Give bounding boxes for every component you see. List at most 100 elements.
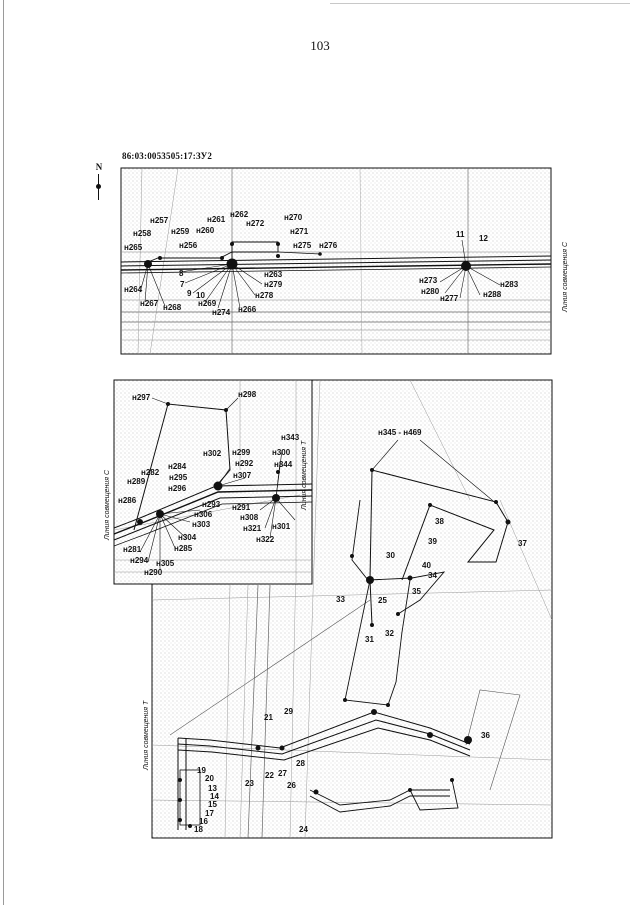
- point-label: н279: [264, 280, 283, 289]
- point-label: н281: [123, 545, 142, 554]
- north-arrow-dot: [96, 184, 101, 189]
- point-label: н263: [264, 270, 283, 279]
- point-label: 9: [187, 289, 192, 298]
- point-label: н261: [207, 215, 226, 224]
- point-label: 12: [479, 234, 488, 243]
- point-label: 10: [196, 291, 205, 300]
- point-label: н322: [256, 535, 275, 544]
- point-label: 36: [481, 731, 490, 740]
- point-label: н284: [168, 462, 187, 471]
- point-label: н289: [127, 477, 146, 486]
- north-arrow: N: [93, 162, 105, 202]
- point-label: н299: [232, 448, 251, 457]
- point-label: 13: [208, 784, 217, 793]
- point-label: н257: [150, 216, 169, 225]
- point-label: н291: [232, 503, 251, 512]
- point-label: 32: [385, 629, 394, 638]
- point-label: н286: [118, 496, 137, 505]
- point-label: 17: [205, 809, 214, 818]
- point-label: н294: [130, 556, 149, 565]
- point-label: н282: [141, 468, 160, 477]
- point-label: н274: [212, 308, 231, 317]
- point-label: н303: [192, 520, 211, 529]
- match-line-t-label: Линия совмещения Т: [143, 700, 150, 771]
- point-label: 15: [208, 800, 217, 809]
- point-label: н271: [290, 227, 309, 236]
- match-line-c-label: Линия совмещения С: [104, 469, 111, 541]
- point-label: н265: [124, 243, 143, 252]
- point-label: н305: [156, 559, 175, 568]
- point-label: н290: [144, 568, 163, 577]
- scan-edge-top: [330, 3, 630, 4]
- scan-edge-left: [3, 0, 4, 905]
- point-label: н256: [179, 241, 198, 250]
- point-label: 29: [284, 707, 293, 716]
- point-label: н306: [194, 510, 213, 519]
- point-label: н298: [238, 390, 257, 399]
- match-line-t-label: Линия совмещения Т: [301, 440, 308, 511]
- point-label: н278: [255, 291, 274, 300]
- point-label: н273: [419, 276, 438, 285]
- point-label: н321: [243, 524, 262, 533]
- point-label: 27: [278, 769, 287, 778]
- point-label: 25: [378, 596, 387, 605]
- point-label: н296: [168, 484, 187, 493]
- point-label: 7: [180, 280, 185, 289]
- point-label: 26: [287, 781, 296, 790]
- match-line-c-label: Линия совмещения С: [562, 241, 569, 313]
- point-label: н260: [196, 226, 215, 235]
- point-label: н297: [132, 393, 151, 402]
- point-label: н302: [203, 449, 222, 458]
- point-label: н343: [281, 433, 300, 442]
- point-label: 35: [412, 587, 421, 596]
- point-label: н258: [133, 229, 152, 238]
- point-label: 34: [428, 571, 437, 580]
- point-label: 18: [194, 825, 203, 834]
- point-label: 14: [210, 792, 219, 801]
- point-label: 33: [336, 595, 345, 604]
- point-label: н269: [198, 299, 217, 308]
- point-label: н267: [140, 299, 159, 308]
- point-label: н307: [233, 471, 252, 480]
- point-label: 20: [205, 774, 214, 783]
- point-label: 39: [428, 537, 437, 546]
- point-label: н259: [171, 227, 190, 236]
- point-label: 38: [435, 517, 444, 526]
- point-label: 19: [197, 766, 206, 775]
- point-label: н344: [274, 460, 293, 469]
- point-label: н308: [240, 513, 259, 522]
- top-frame: н257 н258 н259 н260 н261 н262 н272 н270 …: [120, 167, 569, 355]
- point-label: 28: [296, 759, 305, 768]
- point-label: н288: [483, 290, 502, 299]
- range-label: н345 - н469: [378, 428, 422, 437]
- point-label: 23: [245, 779, 254, 788]
- point-label: н275: [293, 241, 312, 250]
- point-label: 37: [518, 539, 527, 548]
- point-label: н270: [284, 213, 303, 222]
- north-letter: N: [95, 162, 103, 172]
- point-label: н295: [169, 473, 188, 482]
- page-number: 103: [310, 38, 330, 53]
- point-label: 16: [199, 817, 208, 826]
- point-label: н280: [421, 287, 440, 296]
- point-label: н293: [202, 500, 221, 509]
- point-label: 8: [179, 269, 184, 278]
- point-label: н292: [235, 459, 254, 468]
- parcel-id: 86:03:0053505:17:ЗУ2: [122, 151, 213, 161]
- point-label: н266: [238, 305, 257, 314]
- point-label: 24: [299, 825, 308, 834]
- point-label: н268: [163, 303, 182, 312]
- point-label: 21: [264, 713, 273, 722]
- point-label: н300: [272, 448, 291, 457]
- point-label: н264: [124, 285, 143, 294]
- point-label: н262: [230, 210, 249, 219]
- point-label: 31: [365, 635, 374, 644]
- point-label: 30: [386, 551, 395, 560]
- inset-frame: н297 н298 н343 н302 н299 н300 н292 н344 …: [104, 379, 313, 585]
- point-label: н277: [440, 294, 459, 303]
- point-label: н272: [246, 219, 265, 228]
- point-label: н304: [178, 533, 197, 542]
- point-label: н301: [272, 522, 291, 531]
- point-label: 11: [456, 230, 465, 239]
